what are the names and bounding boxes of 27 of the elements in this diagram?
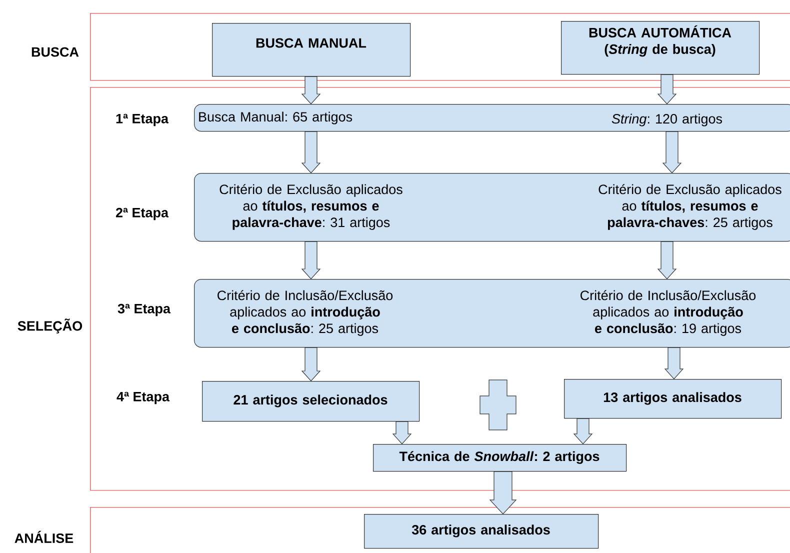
process-box: BUSCA AUTOMÁTICA (String de busca) bbox=[561, 21, 760, 75]
process-box: BUSCA MANUAL bbox=[212, 23, 411, 77]
node-label: SELEÇÃO bbox=[18, 318, 82, 334]
stage-box: Busca Manual: 65 artigos String: 120 artigos bbox=[194, 104, 790, 132]
stage-box: Critério de Exclusão aplicados ao títulos, resumos e palavra-chave: 31 artigos Critério de Exclusão aplicados ao títulos, resumos e palavra-chaves: 25 artigos bbox=[194, 172, 790, 242]
block-arrow bbox=[301, 347, 321, 382]
step-label: 4ª Etapa bbox=[116, 392, 170, 404]
block-arrow bbox=[489, 471, 517, 514]
stage-box: Critério de Inclusão/Exclusão aplicados ao introdução e conclusão: 25 artigos Critério de Inclusão/Exclusão aplicados ao introdução e conclusão: 19 artigos bbox=[194, 279, 790, 348]
block-arrow bbox=[392, 421, 412, 444]
step-label: 3ª Etapa bbox=[118, 304, 171, 316]
step-label: 1ª Etapa bbox=[116, 114, 169, 126]
block-arrow bbox=[573, 418, 593, 444]
node-label: BUSCA bbox=[32, 47, 79, 57]
process-box: 21 artigos selecionados bbox=[202, 381, 420, 422]
process-box: 13 artigos analisados bbox=[564, 378, 782, 419]
block-arrow bbox=[657, 241, 677, 280]
block-arrow bbox=[662, 131, 682, 174]
block-arrow bbox=[301, 76, 321, 104]
block-arrow bbox=[657, 74, 677, 104]
node-label: ANÁLISE bbox=[14, 530, 74, 544]
step-label: 2ª Etapa bbox=[116, 208, 169, 220]
block-arrow bbox=[664, 347, 684, 380]
block-arrow bbox=[301, 131, 321, 174]
process-box: Técnica de Snowball: 2 artigos bbox=[373, 444, 627, 472]
block-arrow bbox=[301, 241, 321, 280]
process-box: 36 artigos analisados bbox=[364, 514, 599, 549]
